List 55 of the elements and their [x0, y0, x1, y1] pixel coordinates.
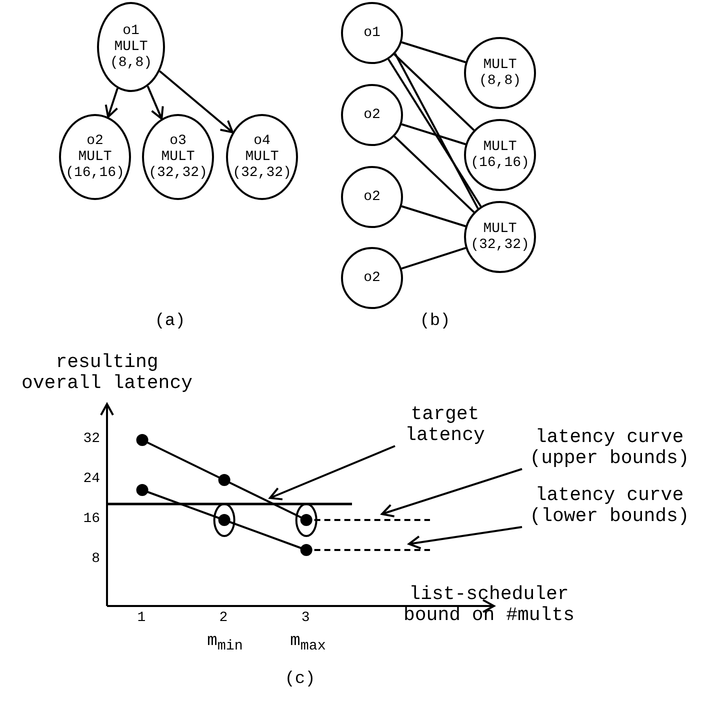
tick-label: 24: [83, 471, 100, 487]
connector-line: [394, 54, 475, 131]
leader-arrow: [408, 526, 522, 550]
node-circle: [341, 2, 403, 64]
tick-label: 16: [83, 511, 100, 527]
node-label: o2: [86, 133, 104, 149]
connector-line: [401, 205, 466, 228]
node-label: o4: [254, 133, 270, 149]
panel-label: (b): [420, 312, 450, 331]
node-label: MULT (8,8): [479, 57, 521, 89]
axis-mark-label: m$_{min}$: [207, 632, 243, 654]
node-label: MULT (16,16): [66, 149, 124, 181]
node-circle: [341, 166, 403, 228]
leader-arrow: [381, 468, 522, 518]
node-label: o1: [364, 25, 380, 41]
node-label: MULT (32,32): [470, 221, 530, 253]
connector-line: [401, 41, 466, 64]
annotation-text: target latency: [395, 404, 495, 446]
panel-label: (a): [154, 312, 186, 331]
tick-label: 2: [219, 610, 228, 626]
node-circle: [464, 201, 536, 273]
operation-ellipse: [142, 114, 214, 200]
operation-ellipse: [97, 2, 165, 92]
operation-ellipse: [59, 114, 131, 200]
node-label: o2: [364, 189, 380, 205]
node-label: MULT (16,16): [470, 139, 530, 171]
node-label: o2: [364, 270, 380, 286]
connector-line: [401, 123, 466, 146]
tick-label: 8: [92, 551, 100, 567]
node-label: o2: [364, 107, 380, 123]
node-label: o3: [170, 133, 186, 149]
node-label: MULT (32,32): [148, 149, 208, 181]
node-circle: [341, 247, 403, 309]
annotation-text: latency curve (upper bounds): [522, 427, 697, 469]
axis-title: list-scheduler bound on #mults: [402, 584, 576, 626]
tick-label: 32: [83, 431, 100, 447]
node-circle: [464, 37, 536, 109]
node-label: o1: [122, 23, 140, 39]
node-label: MULT (8,8): [110, 39, 152, 71]
operation-ellipse: [226, 114, 298, 200]
leader-arrow: [269, 445, 396, 500]
axis-title: resulting overall latency: [20, 352, 194, 394]
connector-line: [394, 136, 475, 213]
tick-label: 1: [137, 610, 146, 626]
node-circle: [464, 119, 536, 191]
arrow: [146, 86, 164, 120]
node-label: MULT (32,32): [232, 149, 292, 181]
arrow: [104, 88, 118, 118]
axis-mark-label: m$_{max}$: [290, 632, 326, 654]
connector-line: [401, 247, 466, 270]
node-circle: [341, 84, 403, 146]
tick-label: 3: [301, 610, 310, 626]
annotation-text: latency curve (lower bounds): [522, 485, 697, 527]
arrow: [159, 70, 234, 134]
panel-label: (c): [284, 670, 316, 689]
